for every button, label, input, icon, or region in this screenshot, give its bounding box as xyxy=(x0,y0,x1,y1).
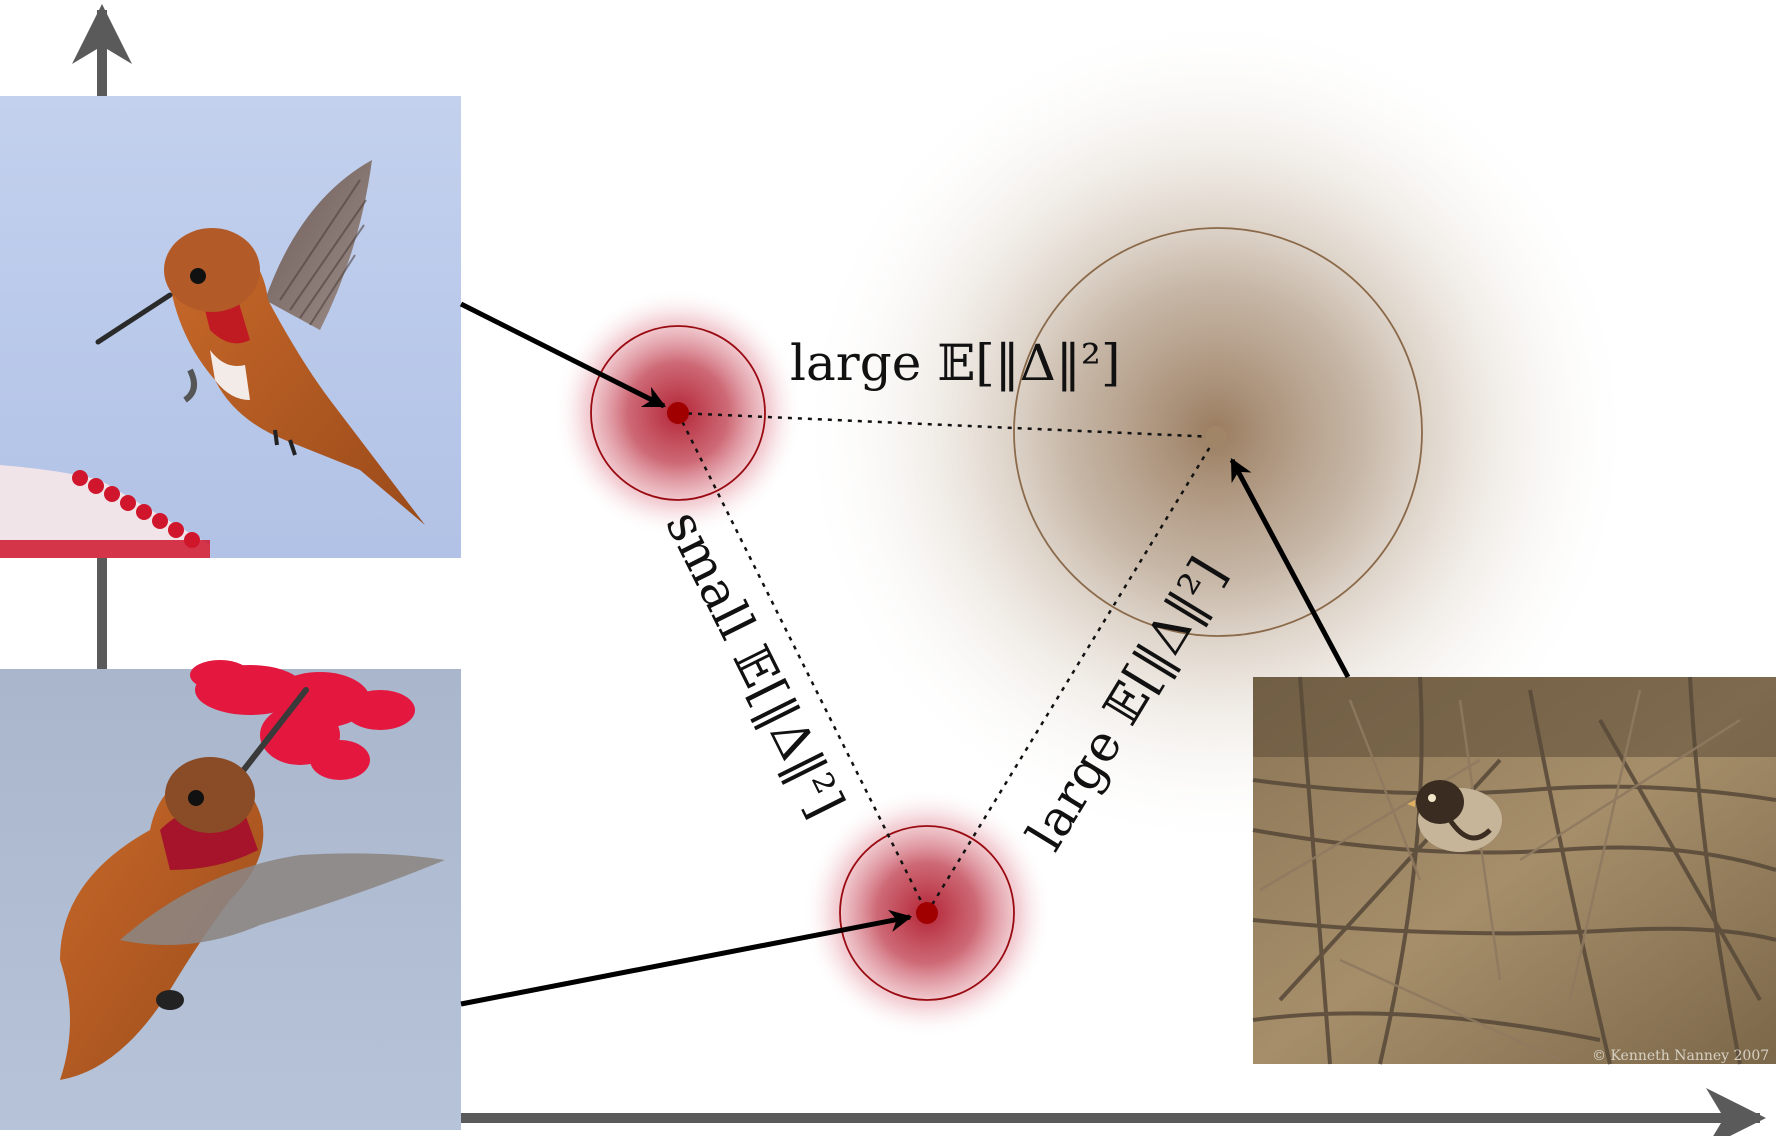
brown-circle xyxy=(1013,227,1423,637)
brown-point xyxy=(1205,426,1227,448)
arrows xyxy=(459,301,1351,1007)
distance-line-right xyxy=(925,436,1218,914)
arrow-top-photo-to-point xyxy=(459,301,667,409)
photo-credit: © Kenneth Nanney 2007 xyxy=(1592,1048,1769,1064)
photo-sparrow: © Kenneth Nanney 2007 xyxy=(1252,676,1776,1065)
red-point-bottom xyxy=(916,902,938,924)
photo-hummingbird-top xyxy=(0,96,461,558)
red-circle-bottom xyxy=(839,825,1015,1001)
red-point-top xyxy=(667,402,689,424)
arrow-bottom-photo-to-point xyxy=(460,909,913,1007)
arrow-sparrow-to-point xyxy=(1229,458,1351,679)
photo-hummingbird-bottom xyxy=(0,660,461,1130)
label-top: large 𝔼[‖Δ‖²] xyxy=(790,334,1120,392)
red-circle-top xyxy=(590,325,766,501)
distance-lines xyxy=(676,411,1218,914)
distance-line-left xyxy=(676,412,929,914)
